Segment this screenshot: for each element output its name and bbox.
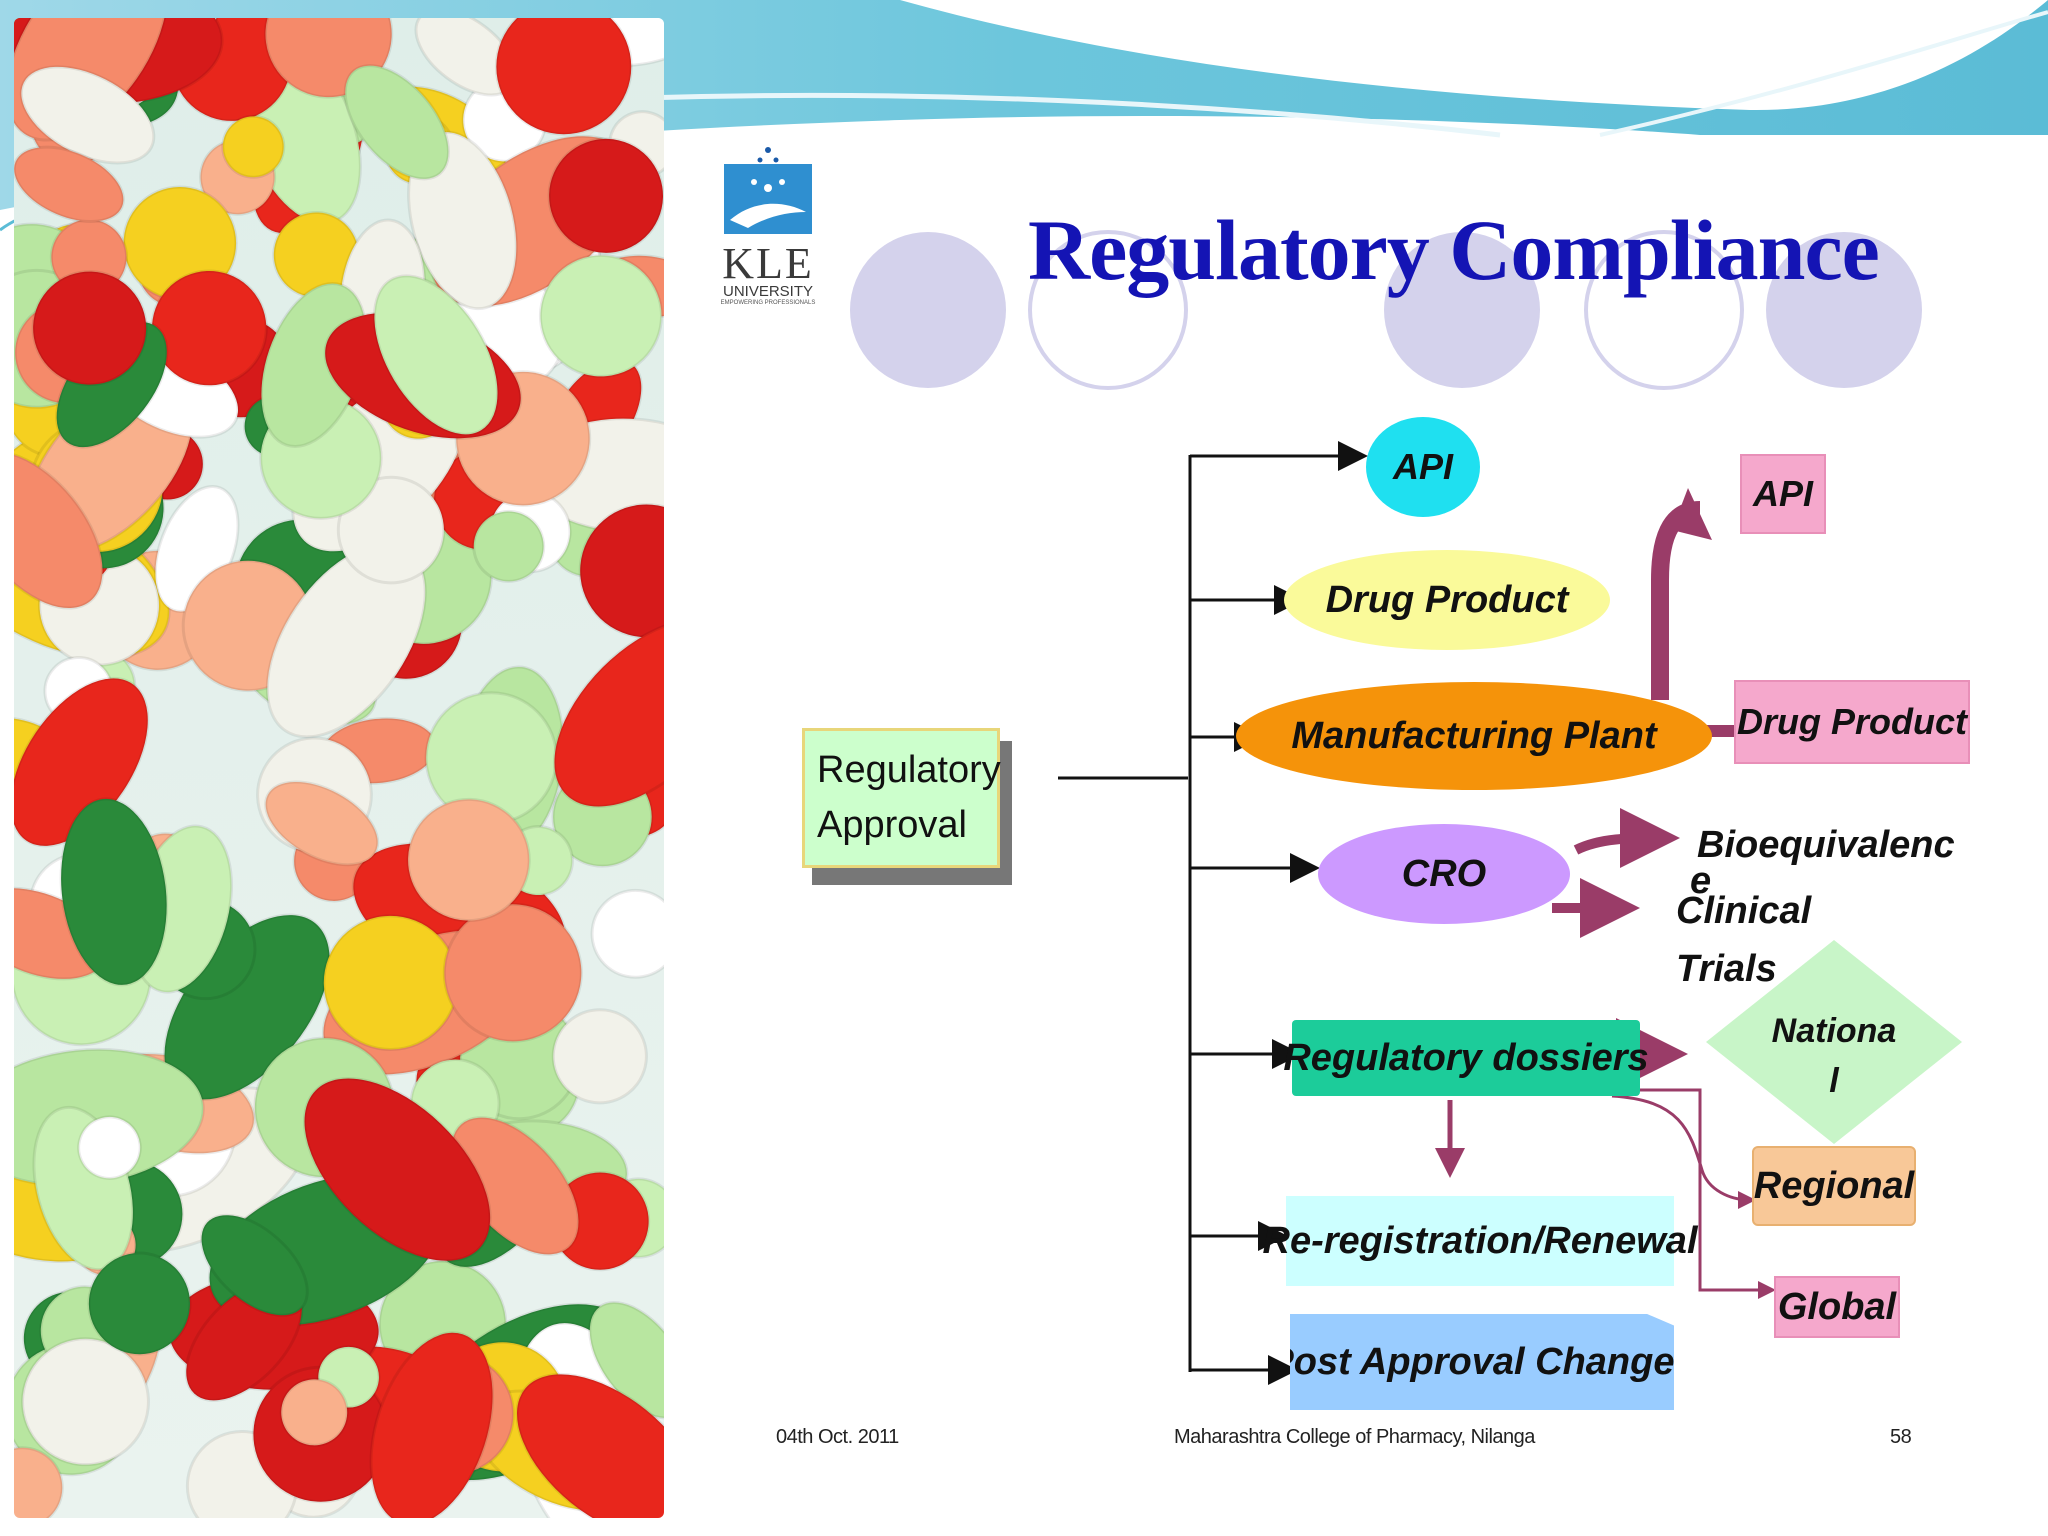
pill-shape: [406, 797, 531, 923]
pill-shape: [590, 888, 664, 979]
drug-product-label: Drug Product: [1325, 578, 1569, 621]
regulatory-dossiers-node: Regulatory dossiers: [1283, 1020, 1649, 1096]
national-label-line2: l: [1829, 1062, 1839, 1100]
pill-shape: [547, 137, 664, 255]
pill-shape: [14, 1446, 64, 1518]
logo-name: KLE: [722, 239, 814, 288]
logo-subtitle: UNIVERSITY: [722, 283, 813, 300]
manufacturing-plant-label: Manufacturing Plant: [1291, 714, 1657, 757]
regulatory-dossiers-label: Regulatory dossiers: [1283, 1036, 1649, 1079]
bioequivalence-label-wrap: e: [1690, 860, 1712, 902]
plant-api-label: API: [1752, 473, 1813, 514]
arrow-dossiers-to-regional: [1611, 1094, 1756, 1209]
reregistration-label: Re-registration/Renewal: [1262, 1219, 1698, 1262]
regional-node: Regional: [1752, 1146, 1916, 1226]
plant-drug-product-node: Drug Product: [1734, 680, 1970, 764]
regional-label: Regional: [1753, 1164, 1915, 1207]
arrow-cro-to-bioequivalence: [1573, 808, 1680, 869]
footer-page-number: 58: [1890, 1426, 1912, 1448]
pill-shape: [578, 502, 664, 639]
global-node: Global: [1774, 1276, 1900, 1338]
footer-date: 04th Oct. 2011: [776, 1426, 899, 1448]
pill-shape: [322, 914, 459, 1051]
post-approval-label: Post Approval Changes: [1268, 1340, 1696, 1383]
pill-shape: [14, 450, 104, 610]
bioequivalence-label: Bioequivalenc: [1697, 824, 1955, 866]
plant-api-node: API: [1740, 454, 1826, 534]
kle-logo: KLE UNIVERSITY EMPOWERING PROFESSIONALS: [708, 140, 828, 310]
pill-shape: [551, 1008, 648, 1105]
arrow-plant-to-api: [1651, 501, 1701, 700]
pill-shape: [343, 64, 451, 181]
root-label-line1: Regulatory: [817, 749, 1001, 791]
cro-label: CRO: [1401, 852, 1487, 895]
pill-shape: [87, 1251, 192, 1356]
post-approval-node: Post Approval Changes: [1290, 1314, 1674, 1410]
slide-title: Regulatory Compliance: [1028, 202, 1880, 298]
reregistration-node: Re-registration/Renewal: [1263, 1196, 1698, 1286]
pill-shape: [59, 797, 169, 987]
kle-emblem-icon: [724, 147, 812, 234]
api-node: API: [1366, 417, 1480, 517]
cro-node: CRO: [1318, 824, 1570, 924]
global-label: Global: [1777, 1285, 1897, 1328]
pill-shape: [552, 617, 664, 808]
root-label-line2: Approval: [817, 804, 967, 846]
pill-shape: [77, 1115, 142, 1180]
arrow-dossiers-to-global: [1612, 1088, 1776, 1299]
pill-shape: [303, 1077, 492, 1263]
api-label: API: [1392, 446, 1453, 487]
pill-shape: [515, 1372, 664, 1518]
pill-shape: [472, 509, 546, 583]
plant-drug-product-label: Drug Product: [1737, 701, 1967, 742]
pill-shape: [538, 253, 663, 378]
pills-photo: [14, 18, 664, 1518]
pill-shape: [221, 114, 286, 179]
logo-tagline: EMPOWERING PROFESSIONALS: [720, 300, 816, 306]
pill-shape: [19, 65, 156, 165]
clinical-trials-line1: Clinical: [1676, 890, 1812, 932]
pill-shape: [372, 274, 499, 436]
regulatory-approval-node: Regulatory Approval: [802, 728, 1001, 868]
pill-shape: [31, 270, 148, 387]
drug-product-node: Drug Product: [1284, 550, 1610, 650]
pill-shape: [264, 780, 380, 867]
pill-shape: [279, 1377, 349, 1447]
pill-shape: [588, 1300, 664, 1420]
clinical-trials-line2: Trials: [1676, 948, 1777, 990]
national-label-line1: Nationa: [1771, 1012, 1897, 1050]
footer-institution: Maharashtra College of Pharmacy, Nilanga: [1174, 1426, 1535, 1448]
pill-shape: [21, 1337, 150, 1467]
pill-shape: [14, 145, 125, 223]
title-decor-circles: [850, 230, 1922, 390]
pill-shape: [369, 1331, 495, 1518]
pill-shape: [494, 18, 633, 136]
manufacturing-plant-node: Manufacturing Plant: [1236, 682, 1712, 790]
pill-shape: [200, 1213, 309, 1317]
